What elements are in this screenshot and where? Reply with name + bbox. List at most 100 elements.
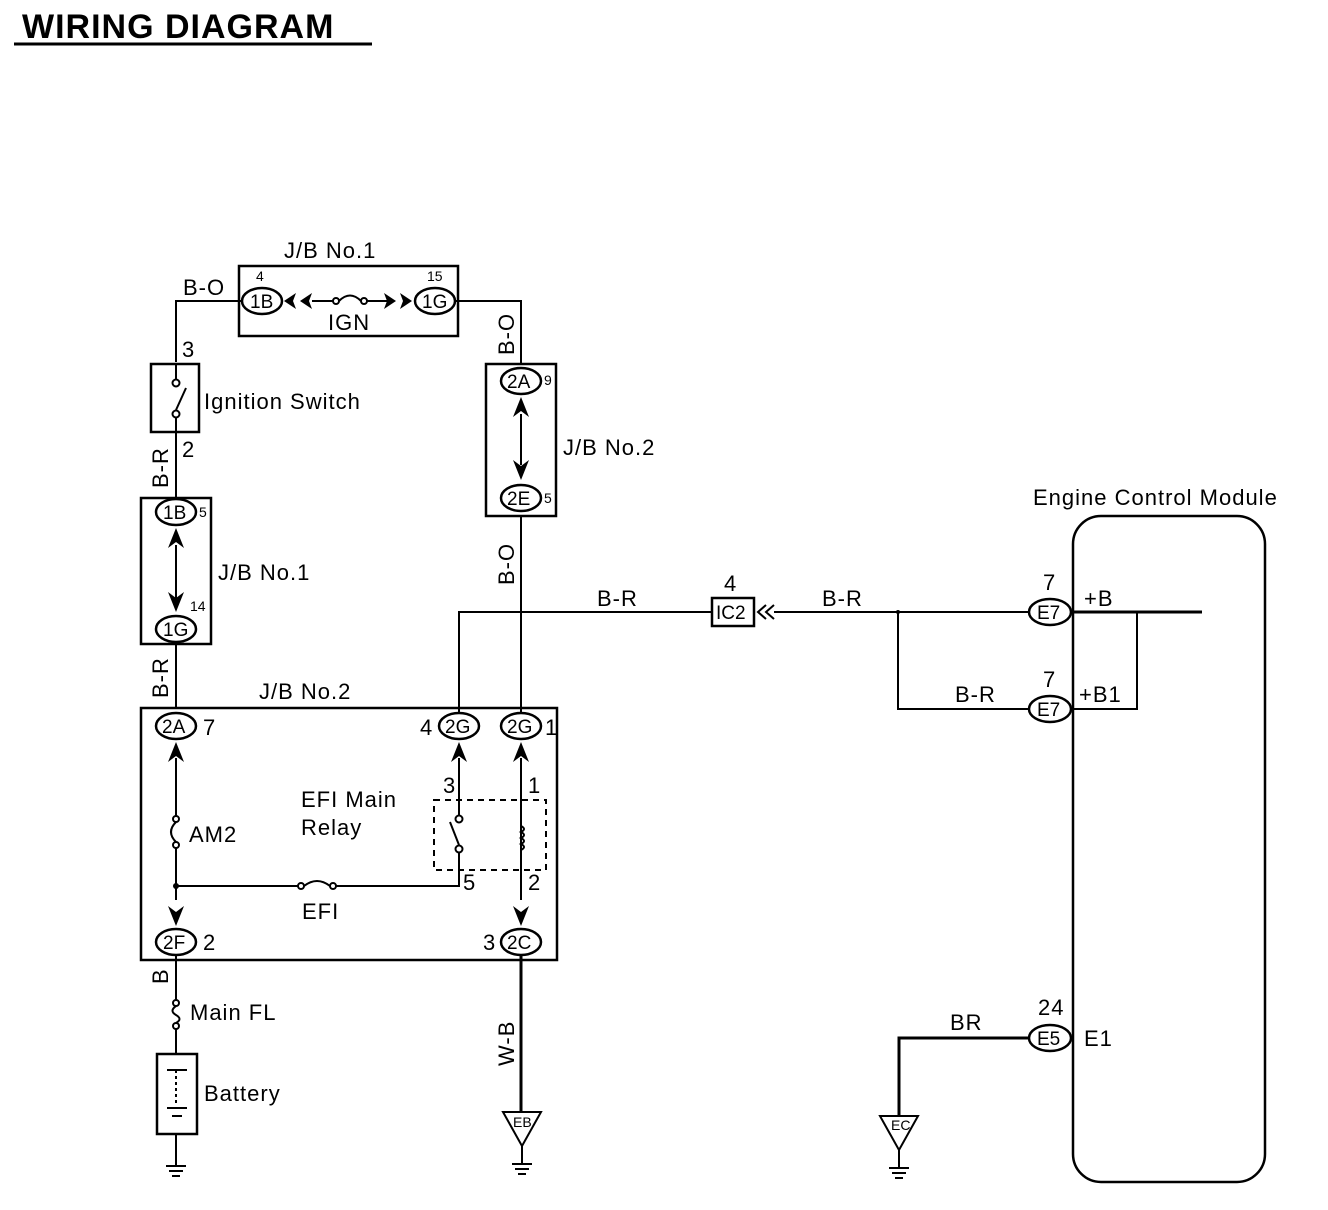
connector-arrow-icon [400, 293, 412, 309]
connector-1g-side-label: 1G [163, 620, 188, 641]
wire-br-ground [897, 1036, 1029, 1116]
wire-label-br-ground: BR [950, 1010, 983, 1035]
jb2-bottom-label: J/B No.2 [259, 679, 351, 704]
wire-label-br-left1: B-R [148, 447, 173, 488]
ground-eb-label: EB [513, 1114, 532, 1130]
ecm-terminal-e1: E1 [1084, 1026, 1113, 1051]
connector-e5-label: E5 [1037, 1029, 1060, 1050]
connector-arrow-icon [300, 293, 312, 309]
pin-relay-5: 5 [463, 870, 476, 895]
wire-label-bo-right1: B-O [494, 313, 519, 355]
wire-br-b1 [897, 612, 1030, 710]
pin-2a-top: 9 [544, 372, 552, 388]
ground-eb: EB [501, 1111, 543, 1175]
ground-ec-label: EC [891, 1117, 910, 1133]
connector-2a-top[interactable] [499, 366, 543, 396]
wire-label-bo-right2: B-O [494, 543, 519, 585]
ignition-switch-label: Ignition Switch [204, 389, 361, 414]
am2-label: AM2 [189, 822, 237, 847]
ecm-label: Engine Control Module [1033, 485, 1278, 510]
ecm-box [1071, 514, 1267, 1184]
connector-2g-4[interactable] [437, 711, 481, 741]
pin-2g-1: 1 [545, 715, 558, 740]
connector-1b-side-label: 1B [163, 503, 186, 524]
connector-arrow-icon [284, 293, 296, 309]
pin-2f: 2 [203, 930, 216, 955]
pin-2c: 3 [483, 930, 496, 955]
connector-2g-1-label: 2G [507, 717, 532, 738]
main-fl-fuse-icon [171, 1005, 181, 1024]
ign-fuse-icon [338, 294, 362, 302]
connector-2f[interactable] [154, 927, 198, 957]
connector-2c[interactable] [499, 927, 543, 957]
efi-label: EFI [302, 899, 339, 924]
wire-br-mid [458, 611, 712, 712]
connector-e7-b1[interactable] [1027, 694, 1073, 724]
connector-e7-b-label: E7 [1037, 603, 1060, 624]
connector-ic2-label: IC2 [716, 603, 746, 624]
jb2-side-label: J/B No.2 [563, 435, 655, 460]
connector-1b-top-label: 1B [250, 292, 273, 313]
am2-fuse-icon [170, 821, 177, 843]
pin-1b-top: 4 [256, 268, 264, 284]
page-title: WIRING DIAGRAM [22, 8, 334, 46]
connector-1g-side[interactable] [154, 614, 198, 644]
wire-label-br-b1: B-R [955, 682, 996, 707]
relay-coil-icon [518, 825, 525, 851]
connector-2f-label: 2F [163, 933, 185, 954]
wire-label-wb: W-B [494, 1021, 519, 1066]
engine-control-module: Engine Control Module E7 7 +B E7 7 +B1 E… [1027, 485, 1278, 1184]
wire-bo-right1 [455, 300, 522, 364]
wire-label-br-mid: B-R [597, 586, 638, 611]
pin-relay-2: 2 [528, 870, 541, 895]
connector-2g-1[interactable] [499, 711, 543, 741]
connector-2a-bottom[interactable] [154, 711, 198, 741]
pin-1g-top: 15 [427, 268, 443, 284]
efi-fuse-icon [303, 880, 331, 887]
pin-1g-side: 14 [190, 598, 206, 614]
pin-e7-b1: 7 [1043, 667, 1056, 692]
connector-1b-side[interactable] [154, 497, 198, 527]
jb2-bottom-box [139, 706, 559, 962]
connector-e7-b[interactable] [1027, 597, 1073, 627]
ign-label: IGN [328, 310, 370, 335]
ground-battery-icon [166, 1165, 186, 1177]
jb2-bottom-block: J/B No.2 2A 7 AM2 EFI 2F 2 2G 4 2G [139, 679, 559, 962]
switch-contact-icon [175, 387, 187, 411]
efi-main-relay[interactable] [433, 799, 547, 871]
jb1-top-block: J/B No.1 1B 4 1G 15 IGN [237, 238, 460, 338]
connector-e7-b1-label: E7 [1037, 700, 1060, 721]
pin-relay-1: 1 [528, 773, 541, 798]
pin-ic2: 4 [724, 571, 737, 596]
ecm-terminal-plus-b1: +B1 [1079, 682, 1122, 707]
connector-2a-bottom-label: 2A [162, 717, 186, 738]
wire-label-br-right: B-R [822, 586, 863, 611]
ignition-switch[interactable]: 3 Ignition Switch 2 [149, 337, 361, 462]
efi-main-relay-label-2: Relay [301, 815, 362, 840]
jb1-side-label: J/B No.1 [218, 560, 310, 585]
battery-label: Battery [204, 1081, 281, 1106]
battery: Battery [155, 1052, 281, 1136]
jb1-side-block: 1B 5 1G 14 J/B No.1 [139, 496, 310, 646]
connector-2c-label: 2C [507, 933, 531, 954]
wire-label-bo-top: B-O [183, 275, 225, 300]
pin-2g-4: 4 [420, 715, 433, 740]
connector-2a-top-label: 2A [507, 372, 531, 393]
pin-2e: 5 [544, 490, 552, 506]
connector-ic2[interactable]: IC2 4 [710, 571, 775, 628]
pin-sw-top: 3 [182, 337, 195, 362]
ecm-terminal-plus-b: +B [1084, 586, 1114, 611]
pin-1b-side: 5 [199, 504, 207, 520]
connector-arrow-icon [384, 293, 396, 309]
wire-label-br-left2: B-R [148, 657, 173, 698]
wire-bo-top [175, 300, 242, 362]
wire-label-b-bottom: B [148, 968, 173, 984]
jb1-top-label: J/B No.1 [284, 238, 376, 263]
pin-2a-bottom: 7 [203, 715, 216, 740]
efi-main-relay-label-1: EFI Main [301, 787, 397, 812]
ground-ec: EC [878, 1115, 920, 1179]
connector-1g-top-label: 1G [422, 292, 447, 313]
jb2-side-block: 2A 9 2E 5 J/B No.2 [484, 362, 655, 518]
connector-2e-label: 2E [507, 489, 530, 510]
connector-2e[interactable] [499, 483, 543, 513]
